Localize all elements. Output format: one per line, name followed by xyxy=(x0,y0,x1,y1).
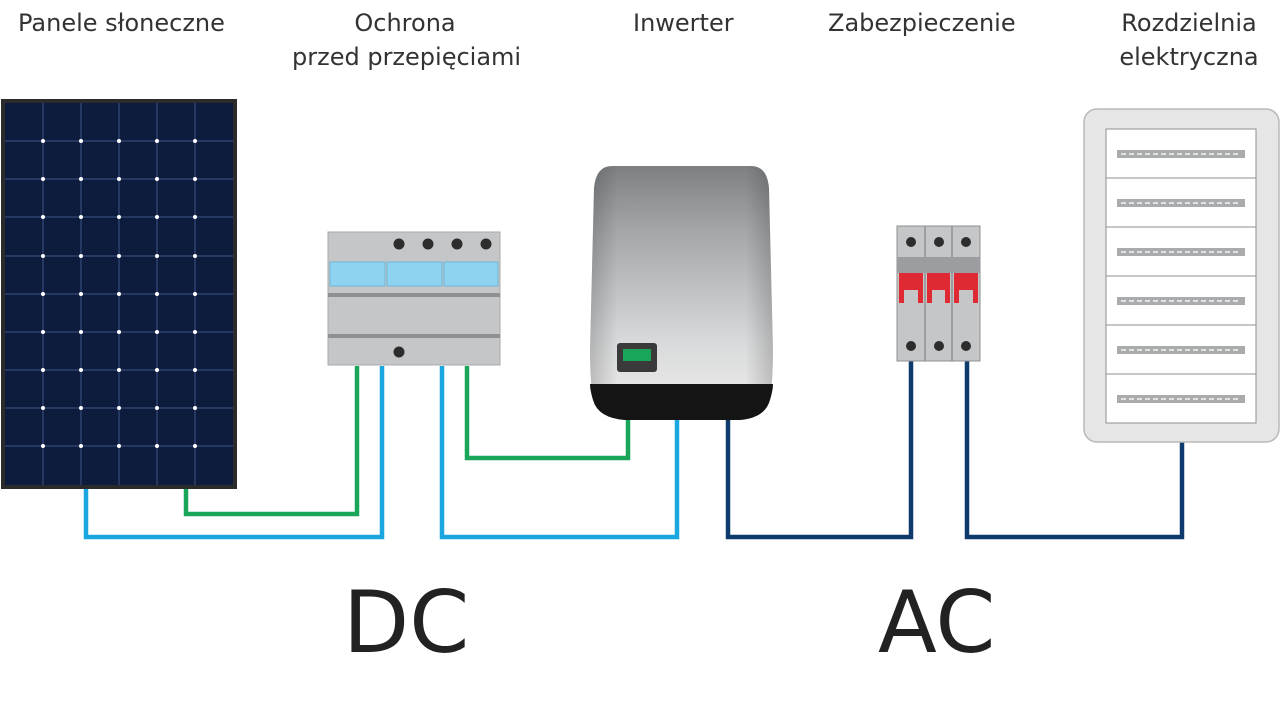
surge-protection-device xyxy=(327,231,501,366)
switchboard-label: Rozdzielnia elektryczna xyxy=(1110,6,1268,74)
switchboard-label-line1: Rozdzielnia xyxy=(1121,9,1257,37)
switchboard-din-rails xyxy=(1117,150,1245,403)
dc-wire-panel-to-spd-negative xyxy=(183,366,360,517)
dc-section-label: DC xyxy=(343,573,470,673)
spd-rail-upper xyxy=(328,293,500,297)
switchboard-label-line2: elektryczna xyxy=(1119,43,1259,71)
ac-section-label: AC xyxy=(878,573,996,673)
spd-indicator-windows xyxy=(329,261,499,287)
surge-protection-label: Ochrona przed przepięciami xyxy=(292,6,522,74)
breaker-label: Zabezpieczenie xyxy=(828,9,1016,37)
solar-panel-cell-dots xyxy=(41,139,197,448)
ac-wire-breaker-to-switchboard xyxy=(964,361,1185,540)
switchboard-rows xyxy=(1106,177,1256,375)
inverter-label: Inwerter xyxy=(633,9,734,37)
breaker-handles xyxy=(899,273,978,303)
breaker-terminals xyxy=(906,237,971,351)
spd-top-terminals xyxy=(393,238,492,250)
inverter-display xyxy=(623,349,651,361)
dc-wire-spd-to-inverter-positive xyxy=(439,366,680,540)
switchboard xyxy=(1083,108,1280,443)
spd-bottom-terminal xyxy=(393,346,405,358)
surge-protection-label-line1: Ochrona xyxy=(354,9,456,37)
circuit-breaker xyxy=(896,225,981,362)
wires xyxy=(83,361,1185,540)
spd-rail-lower xyxy=(328,334,500,338)
breaker-top-band xyxy=(897,257,980,273)
solar-panel xyxy=(1,99,237,489)
ac-wire-inverter-to-breaker xyxy=(725,361,914,540)
dc-wire-spd-to-inverter-negative xyxy=(464,366,631,461)
surge-protection-label-line2: przed przepięciami xyxy=(292,43,522,71)
inverter-base xyxy=(590,384,773,420)
inverter xyxy=(590,166,773,420)
dc-wire-panel-to-spd-positive xyxy=(83,366,385,540)
solar-panels-label: Panele słoneczne xyxy=(18,9,225,37)
